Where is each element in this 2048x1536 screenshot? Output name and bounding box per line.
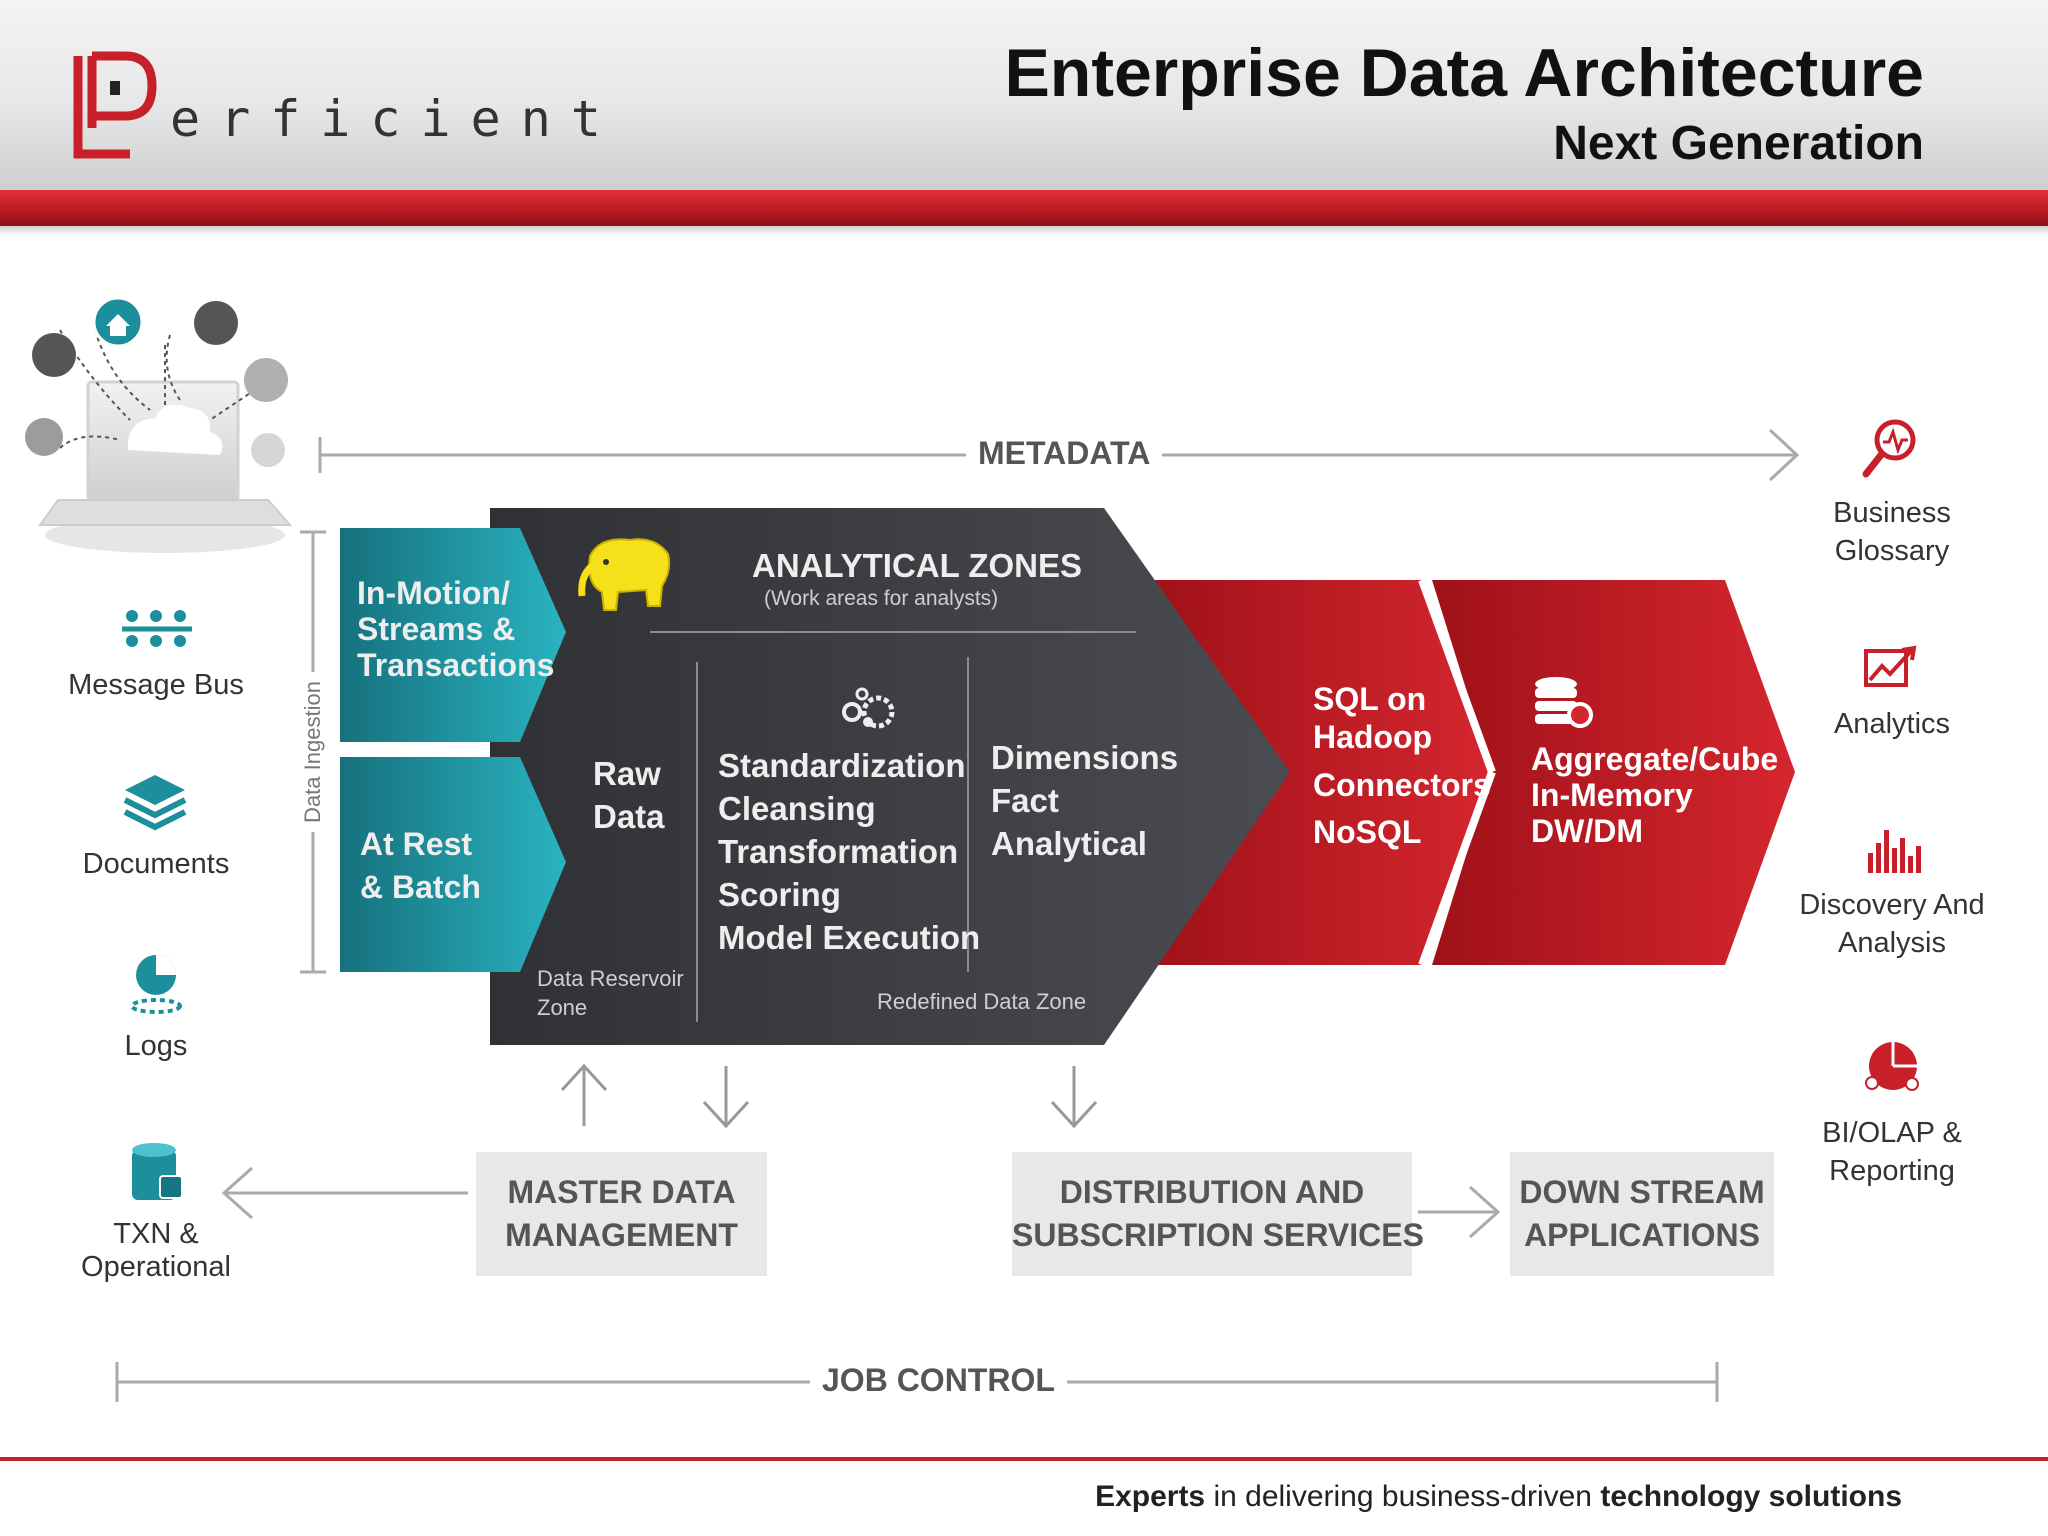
data-ingestion-label: Data Ingestion bbox=[300, 681, 325, 823]
magnifier-pulse-icon bbox=[1862, 419, 1916, 478]
txn-label-line2: Operational bbox=[81, 1251, 231, 1283]
process-item-transformation: Transformation bbox=[718, 833, 959, 870]
in-motion-streams-chevron bbox=[340, 528, 566, 742]
sql-item-connectors: Connectors bbox=[1313, 767, 1491, 803]
downstream-label-line2: APPLICATIONS bbox=[1524, 1217, 1760, 1253]
mdm-label-line2: MANAGEMENT bbox=[505, 1217, 738, 1253]
process-item-standardization: Standardization bbox=[718, 747, 966, 784]
footer-middle: in delivering business-driven bbox=[1205, 1480, 1601, 1513]
analytical-zones-title: ANALYTICAL ZONES bbox=[752, 547, 1083, 584]
logs-label: Logs bbox=[124, 1030, 188, 1062]
footer-tech: technology solutions bbox=[1600, 1480, 1902, 1513]
business-glossary-line2: Glossary bbox=[1834, 535, 1950, 567]
message-bus-label: Message Bus bbox=[68, 669, 244, 701]
footer-experts: Experts bbox=[1095, 1480, 1206, 1513]
data-ingestion-bracket bbox=[296, 530, 330, 974]
business-glossary-line1: Business bbox=[1833, 497, 1951, 529]
aggregate-item-in-memory: In-Memory bbox=[1531, 777, 1693, 813]
sql-item-sql-on: SQL on bbox=[1313, 681, 1427, 717]
process-gears-icon bbox=[842, 687, 895, 729]
bi-olap-line1: BI/OLAP & bbox=[1822, 1117, 1962, 1149]
aggregate-item-cube: Aggregate/Cube bbox=[1531, 741, 1779, 777]
distribution-to-downstream-arrow bbox=[1418, 1185, 1501, 1239]
raw-data-line1: Raw bbox=[593, 755, 661, 792]
perficient-logo-mark-icon bbox=[73, 51, 157, 159]
analytical-zones-subtitle: (Work areas for analysts) bbox=[764, 587, 999, 610]
in-motion-line3: Transactions bbox=[357, 647, 555, 683]
metadata-label: METADATA bbox=[966, 435, 1163, 472]
aggregate-item-dw-dm: DW/DM bbox=[1531, 813, 1643, 849]
mdm-to-txn-arrow bbox=[221, 1166, 468, 1220]
logo-wordmark: erficient bbox=[170, 90, 621, 148]
page-subtitle: Next Generation bbox=[1553, 117, 1924, 170]
analytical-zones-block bbox=[490, 508, 1290, 1045]
sql-item-hadoop: Hadoop bbox=[1313, 719, 1433, 755]
txn-database-icon bbox=[132, 1143, 183, 1200]
mdm-down-arrow bbox=[702, 1066, 750, 1129]
process-item-cleansing: Cleansing bbox=[718, 790, 876, 827]
distribution-label-line2: SUBSCRIPTION SERVICES bbox=[1012, 1217, 1424, 1253]
downstream-applications-box bbox=[1510, 1152, 1774, 1276]
distribution-down-arrow bbox=[1050, 1066, 1098, 1129]
documents-stack-icon bbox=[123, 775, 187, 831]
master-data-management-box bbox=[476, 1152, 767, 1276]
trend-chart-icon bbox=[1864, 645, 1917, 687]
distribution-subscription-box bbox=[1012, 1152, 1412, 1276]
footer-red-line bbox=[0, 1457, 2048, 1461]
job-control-label: JOB CONTROL bbox=[810, 1362, 1067, 1399]
analytics-label: Analytics bbox=[1833, 708, 1951, 740]
distribution-label-line1: DISTRIBUTION AND bbox=[1059, 1174, 1365, 1210]
sql-item-nosql: NoSQL bbox=[1313, 814, 1422, 850]
at-rest-line1: At Rest bbox=[360, 826, 473, 862]
process-item-model-execution: Model Execution bbox=[718, 919, 981, 956]
olap-pie-icon bbox=[1865, 1042, 1919, 1091]
header-shadow bbox=[0, 226, 2048, 236]
database-gear-icon bbox=[1535, 677, 1593, 728]
dimensions-item-fact: Fact bbox=[991, 782, 1059, 819]
slide-header: erficient Enterprise Data Architecture N… bbox=[0, 0, 2048, 190]
downstream-label-line1: DOWN STREAM bbox=[1519, 1174, 1765, 1210]
at-rest-batch-chevron bbox=[340, 757, 566, 972]
discovery-line2: Analysis bbox=[1838, 927, 1946, 959]
txn-label-line1: TXN & bbox=[113, 1218, 199, 1250]
footer-tagline: Experts in delivering business-driven te… bbox=[1095, 1480, 1902, 1514]
data-reservoir-line1: Data Reservoir bbox=[537, 966, 684, 991]
mdm-label-line1: MASTER DATA bbox=[507, 1174, 736, 1210]
in-motion-line1: In-Motion/ bbox=[357, 575, 510, 611]
hadoop-elephant-icon bbox=[578, 538, 671, 611]
message-bus-icon bbox=[122, 610, 192, 647]
documents-label: Documents bbox=[82, 848, 230, 880]
header-red-band bbox=[0, 190, 2048, 226]
logs-pie-icon bbox=[130, 955, 182, 1014]
page-title: Enterprise Data Architecture bbox=[1004, 35, 1924, 111]
dimensions-item-dimensions: Dimensions bbox=[991, 739, 1179, 776]
dimensions-item-analytical: Analytical bbox=[991, 825, 1147, 862]
bi-olap-line2: Reporting bbox=[1829, 1155, 1955, 1187]
at-rest-line2: & Batch bbox=[360, 869, 481, 905]
raw-data-line2: Data bbox=[593, 798, 665, 835]
connected-devices-icon bbox=[25, 296, 293, 553]
aggregate-cube-block bbox=[1432, 580, 1795, 965]
bar-chart-icon bbox=[1868, 830, 1921, 873]
data-reservoir-line2: Zone bbox=[537, 995, 588, 1020]
in-motion-line2: Streams & bbox=[357, 611, 516, 647]
perficient-logo: erficient bbox=[70, 48, 601, 163]
process-item-scoring: Scoring bbox=[718, 876, 841, 913]
sql-on-hadoop-block bbox=[1148, 580, 1492, 965]
mdm-up-arrow bbox=[560, 1063, 608, 1126]
discovery-line1: Discovery And bbox=[1799, 889, 1985, 921]
redefined-data-zone-label: Redefined Data Zone bbox=[877, 989, 1087, 1014]
